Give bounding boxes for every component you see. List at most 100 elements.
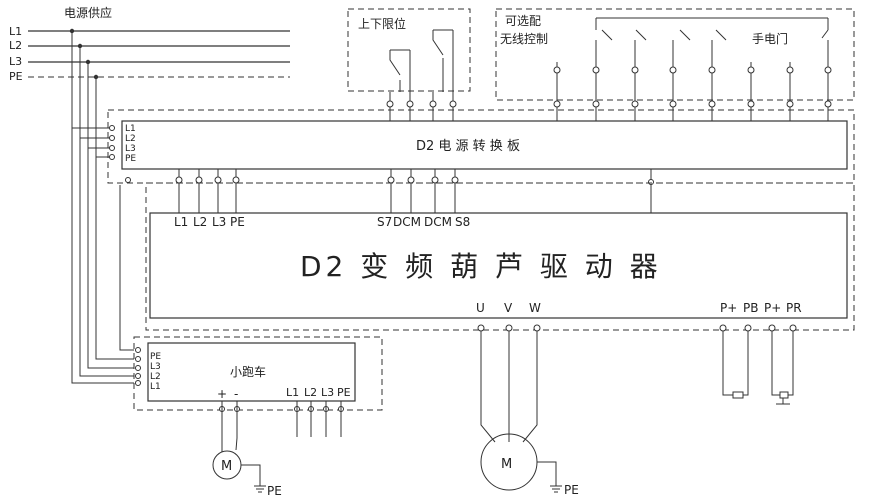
terminal [386, 100, 394, 108]
terminal [553, 100, 561, 108]
supply-line-l1-label: L1 [9, 25, 22, 38]
trolley-dc-minus: - [234, 387, 238, 401]
trolley-term-l2: L2 [150, 372, 161, 382]
terminal [768, 324, 776, 332]
optional-switch-contacts [601, 29, 829, 41]
optional-common-bus [595, 17, 829, 30]
limit-switch-lower-contact [432, 30, 444, 92]
terminal [407, 176, 415, 184]
conversion-board-section: D2 电 源 转 换 板 L1 L2 L3 PE [107, 109, 855, 213]
terminal [109, 125, 115, 131]
trolley-outline [133, 336, 383, 411]
terminal [789, 324, 797, 332]
terminal [195, 176, 203, 184]
trolley-title: 小跑车 [230, 364, 266, 379]
terminal [592, 100, 600, 108]
driver-term-s7: S7 [377, 215, 392, 229]
driver-term-u: U [476, 301, 485, 315]
board-term-l2: L2 [125, 134, 136, 144]
terminal [429, 100, 437, 108]
terminal [135, 380, 141, 386]
trolley-bottom-l3: L3 [321, 386, 334, 399]
terminal [669, 100, 677, 108]
terminal [449, 100, 457, 108]
driver-term-l3: L3 [212, 215, 226, 229]
brake-unit-wiring [771, 331, 794, 405]
wire-l2-to-trolley [79, 138, 134, 377]
supply-title: 电源供应 [64, 5, 112, 20]
driver-term-pr: PR [786, 301, 802, 315]
driver-term-w: W [529, 301, 541, 315]
dc-motor-wires [221, 401, 238, 452]
brake-resistor [732, 391, 744, 399]
optional-title-line1: 可选配 [505, 14, 541, 28]
terminal [708, 66, 716, 74]
terminal [631, 66, 639, 74]
driver-term-v: V [504, 301, 513, 315]
driver-term-pb: PB [743, 301, 758, 315]
terminal [708, 100, 716, 108]
hoist-motor-ground-label: PE [564, 483, 579, 497]
wire-l3-to-trolley [87, 148, 134, 369]
driver-outline [145, 182, 855, 331]
limit-switch-upper-contact [389, 50, 401, 92]
supply-line-l3-label: L3 [9, 55, 22, 68]
trolley-bottom-pe: PE [337, 386, 351, 399]
terminal [592, 66, 600, 74]
hoist-motor-label: M [501, 457, 512, 472]
trolley-term-pe: PE [150, 352, 161, 362]
board-term-l3: L3 [125, 144, 136, 154]
terminal [648, 179, 654, 185]
trolley-motor: M PE [212, 450, 282, 498]
terminal [786, 100, 794, 108]
terminal [387, 176, 395, 184]
terminal [109, 154, 115, 160]
brake-resistor-wiring [722, 331, 749, 396]
terminal [719, 324, 727, 332]
optional-control-box [495, 8, 855, 101]
trolley-term-l3: L3 [150, 362, 161, 372]
terminal [786, 66, 794, 74]
driver-section: D2 变 频 葫 芦 驱 动 器 L1 L2 L3 PE S7 DCM DCM … [145, 182, 855, 443]
optional-title-line2: 无线控制 [500, 32, 548, 46]
limit-switch-bridge [390, 29, 453, 51]
driver-title: D2 变 频 葫 芦 驱 动 器 [300, 250, 662, 283]
brake-unit [779, 391, 789, 399]
terminal [631, 100, 639, 108]
optional-control-section: 可选配 无线控制 手电门 [495, 8, 855, 121]
terminal [744, 324, 752, 332]
terminal [135, 347, 141, 353]
wire-l2-to-board [79, 46, 110, 139]
wire-l3-to-board [87, 62, 110, 149]
driver-term-l2: L2 [193, 215, 207, 229]
terminal [135, 373, 141, 379]
terminal [533, 324, 541, 332]
terminal [824, 100, 832, 108]
supply-line-l2-label: L2 [9, 39, 22, 52]
terminal [125, 177, 131, 183]
driver-term-dcm2: DCM [424, 215, 452, 229]
terminal [669, 66, 677, 74]
terminal [451, 176, 459, 184]
terminal [109, 135, 115, 141]
terminal [135, 365, 141, 371]
limit-switch-box [347, 8, 471, 92]
terminal [477, 324, 485, 332]
terminal [553, 66, 561, 74]
terminal [747, 100, 755, 108]
driver-term-l1: L1 [174, 215, 188, 229]
motor-output-wires [480, 331, 538, 443]
hoist-motor: M PE [480, 433, 579, 497]
pendant-label: 手电门 [752, 31, 788, 46]
hoist-motor-ground [537, 461, 562, 493]
wire-board-to-trolley [119, 185, 134, 351]
wire-l1-to-trolley [71, 128, 134, 384]
wire-pe-to-trolley [95, 157, 134, 360]
trolley-term-l1: L1 [150, 382, 161, 392]
conversion-board [121, 120, 848, 170]
terminal [109, 145, 115, 151]
board-term-pe: PE [125, 154, 136, 164]
trolley-bottom-l1: L1 [286, 386, 299, 399]
limit-switch-section: 上下限位 [347, 8, 471, 121]
